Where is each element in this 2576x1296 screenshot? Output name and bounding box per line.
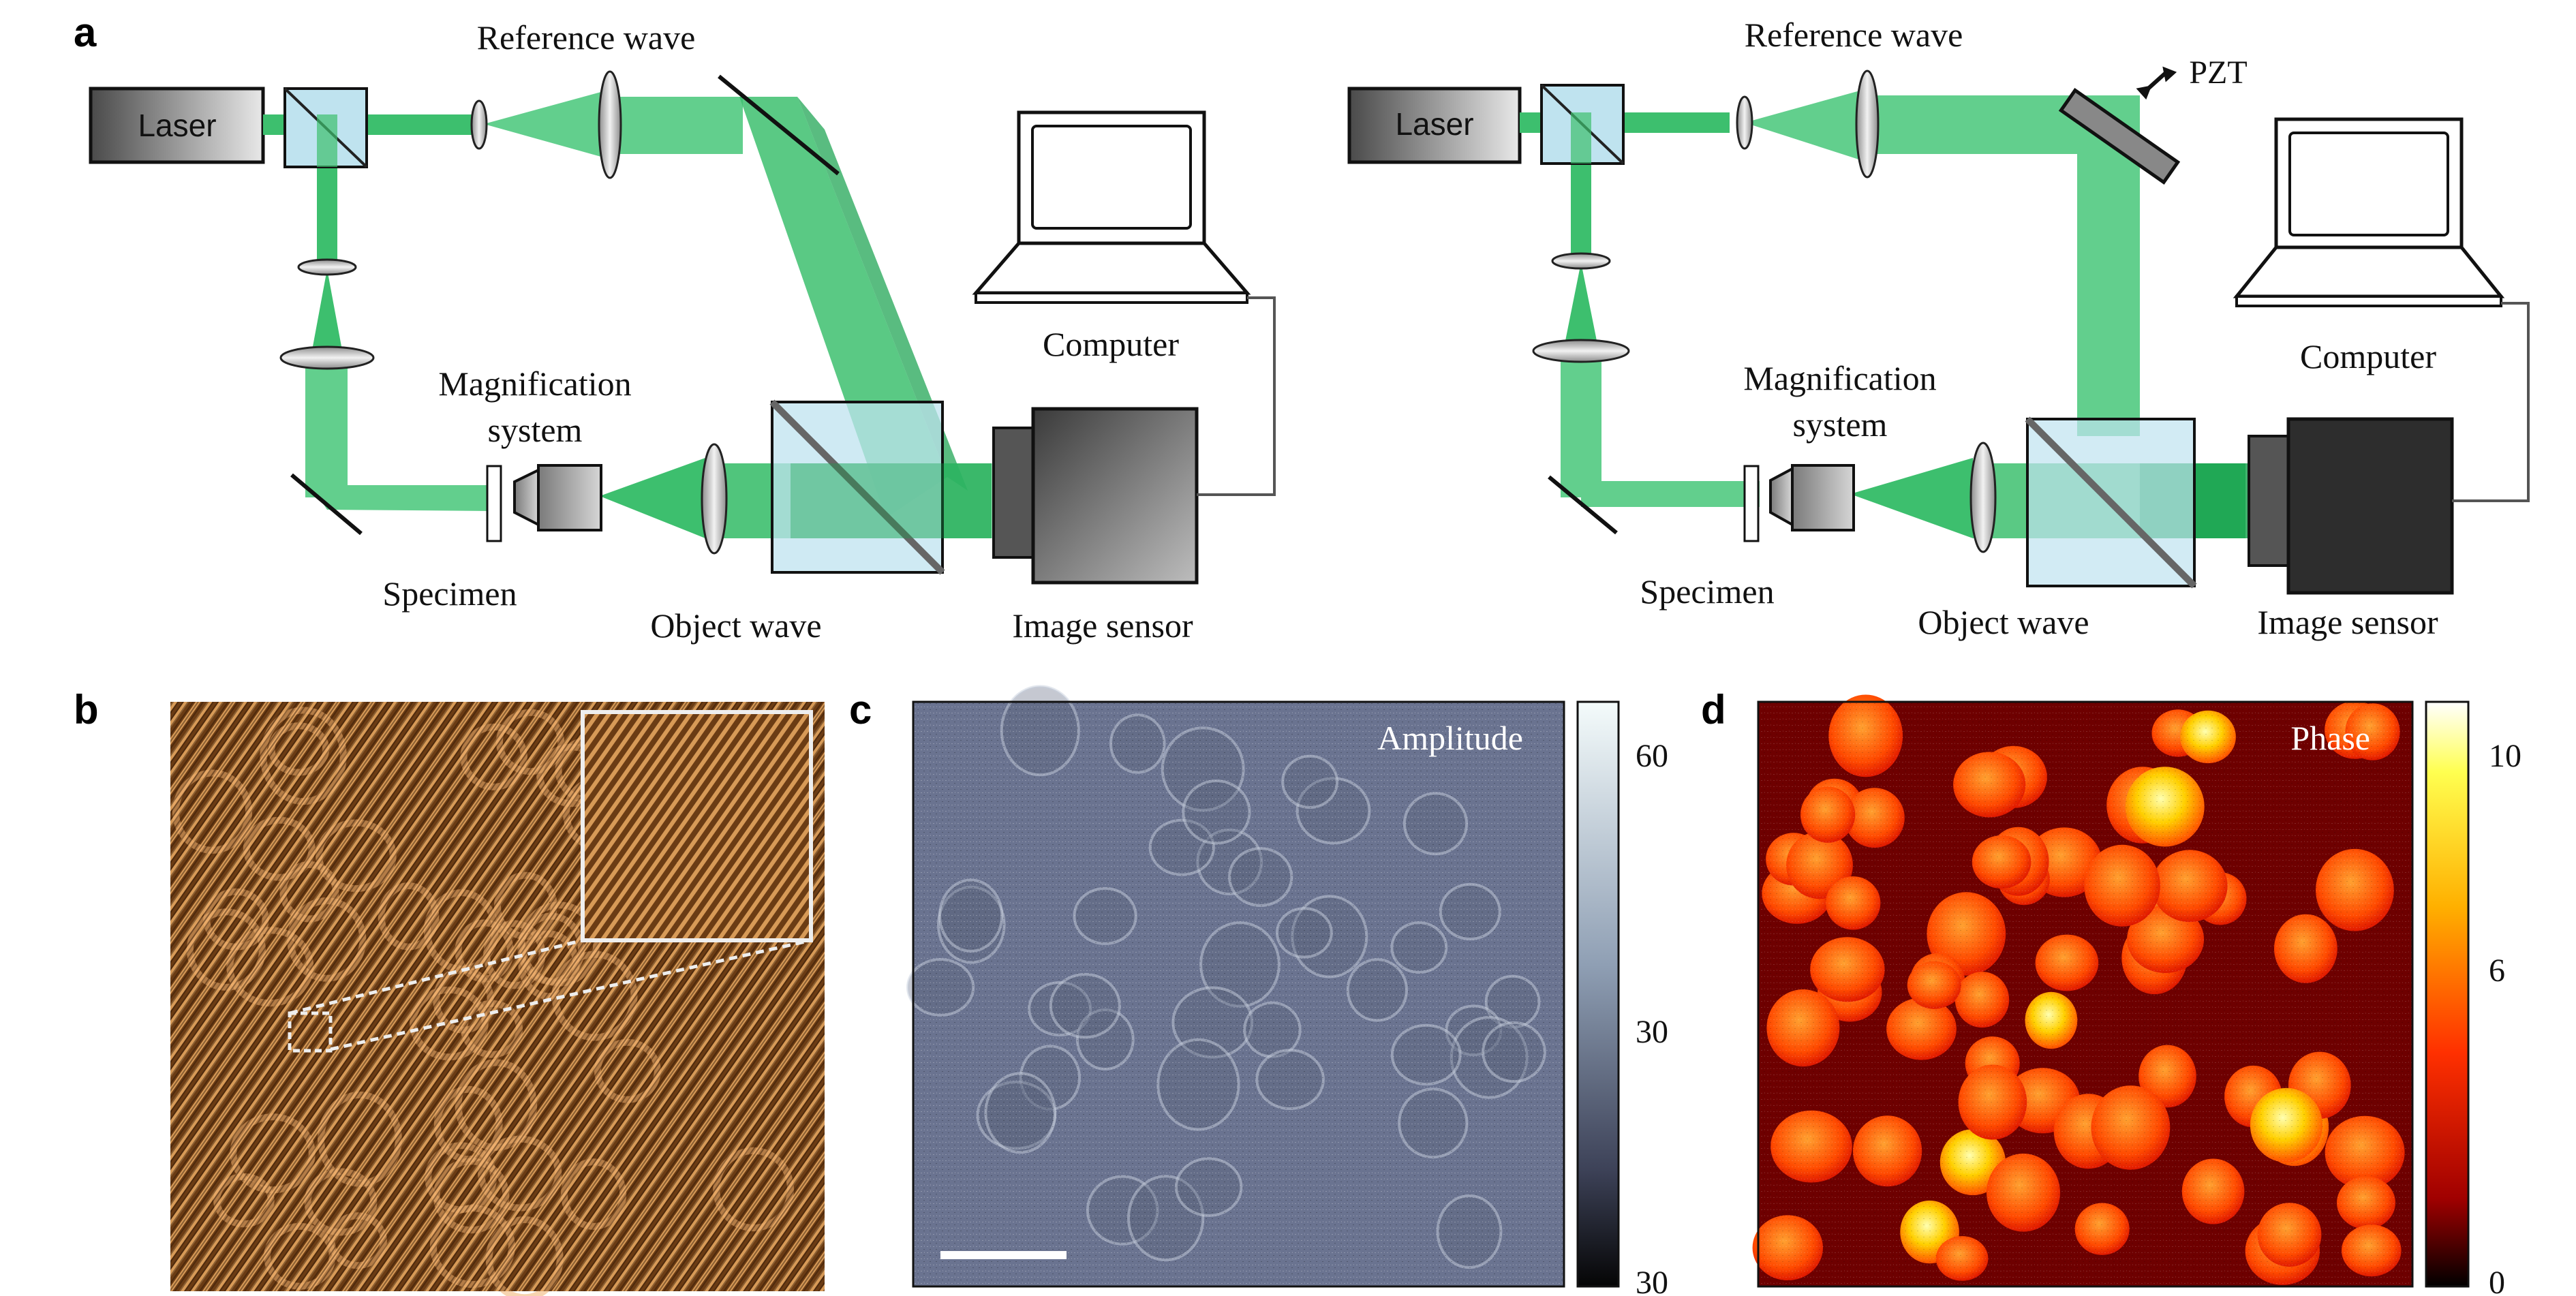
scale-bar [940, 1251, 1067, 1259]
specimen-label-left: Specimen [382, 574, 517, 613]
object-beam-vertical-bottom [305, 361, 348, 497]
reference-beam-wide-right [1864, 95, 2092, 154]
hologram-panel [170, 702, 825, 1296]
mirror-ref-left [718, 74, 840, 176]
amplitude-colorbar [1576, 700, 1620, 1288]
amplitude-colorbar-tick-top: 60 [1636, 738, 1668, 774]
hologram-zoom-region [288, 1011, 333, 1053]
computer-label-left: Computer [1043, 325, 1179, 363]
cable-left [1197, 296, 1276, 496]
hologram-inset-zoom [581, 710, 813, 942]
phase-colorbar-tick-mid: 6 [2489, 953, 2505, 989]
objective-tip-left [513, 467, 540, 527]
object-beam-focus [310, 269, 344, 361]
object-beam-cone-right [1850, 458, 1973, 538]
lens-obj-2-right [1532, 339, 1630, 363]
image-sensor-left [1031, 407, 1199, 585]
lens-obj-2-left [279, 345, 375, 370]
object-wave-label-left: Object wave [650, 606, 821, 645]
lens-obj-1-right [1551, 252, 1611, 270]
reference-beam-narrow-right [1621, 112, 1730, 133]
lens-ref-1-right [1736, 95, 1753, 150]
object-beam-horizontal-right [1581, 481, 1760, 507]
object-beam-cone [600, 458, 705, 538]
phase-panel: Phase 10 6 0 [1752, 694, 2521, 1296]
laser-output-left [263, 114, 283, 135]
pzt-label: PZT [2189, 55, 2247, 91]
amplitude-panel: Amplitude 60 30 30 [906, 685, 1668, 1296]
lens-tube-right [1969, 442, 1997, 553]
lens-ref-2-right [1855, 70, 1880, 179]
phase-colorbar-tick-top: 10 [2489, 738, 2521, 774]
sensor-front-right [2248, 435, 2290, 567]
panel-label-c: c [849, 687, 872, 732]
magnification-label-left-2: system [488, 411, 583, 449]
amplitude-title: Amplitude [1377, 719, 1523, 757]
reference-beam-tilted-edge [797, 97, 968, 491]
zoom-line-1 [289, 938, 583, 1015]
lens-tube-left [701, 443, 728, 555]
specimen-left [486, 465, 502, 542]
computer-label-right: Computer [2300, 337, 2436, 375]
laser-label-left: Laser [138, 108, 216, 143]
reference-beam-narrow [365, 114, 474, 135]
lens-ref-2-left [598, 70, 622, 179]
panel-label-b: b [74, 687, 99, 732]
amplitude-colorbar-tick-bottom: 30 [1636, 1265, 1668, 1296]
magnification-label-right-2: system [1793, 405, 1888, 444]
object-beam-vertical-top-right [1571, 164, 1591, 259]
panel-label-a: a [74, 10, 97, 55]
specimen-label-right: Specimen [1640, 572, 1774, 611]
objective-body-left [537, 464, 602, 531]
image-sensor-label-right: Image sensor [2257, 603, 2438, 641]
pzt-mirror [2058, 88, 2181, 185]
object-beam-vertical-top [317, 167, 337, 262]
object-beam-horizontal [327, 485, 497, 510]
reference-beam-expander [484, 89, 613, 160]
panel-label-d: d [1701, 687, 1726, 732]
cable-right [2452, 302, 2530, 502]
specimen-right [1743, 465, 1760, 542]
reference-wave-label-left: Reference wave [477, 18, 696, 57]
phase-colorbar-tick-bottom: 0 [2489, 1265, 2505, 1296]
phase-colorbar [2425, 700, 2470, 1288]
zoom-line-2 [330, 938, 812, 1051]
laser-right [1347, 87, 1522, 164]
mirror-obj-left [290, 473, 363, 536]
mirror-obj-right [1548, 475, 1618, 535]
setup-right: Laser PZT [1347, 16, 2530, 641]
phase-title: Phase [2290, 719, 2370, 757]
lens-ref-1-left [470, 99, 488, 150]
lens-obj-1-left [297, 258, 357, 276]
computer-right [2233, 117, 2505, 307]
pzt-arrow-icon [2136, 66, 2177, 100]
magnification-label-left-1: Magnification [438, 365, 631, 403]
computer-left [972, 110, 1251, 304]
object-beam-vertical-bottom-right [1561, 348, 1601, 497]
image-sensor-label-left: Image sensor [1012, 606, 1193, 645]
reference-beam-expander-right [1745, 89, 1867, 162]
beam-splitter-2-diagonal [769, 399, 945, 575]
reference-beam-wide [607, 97, 743, 154]
setup-left: Laser [89, 18, 1276, 645]
objective-body-right [1791, 464, 1855, 531]
amplitude-colorbar-tick-mid: 30 [1636, 1014, 1668, 1050]
magnification-label-right-1: Magnification [1743, 359, 1936, 397]
laser-label-right: Laser [1395, 106, 1473, 142]
object-wave-label-right: Object wave [1918, 603, 2089, 641]
sensor-front-left [992, 427, 1034, 559]
reference-wave-label-right: Reference wave [1745, 16, 1963, 54]
image-sensor-right [2286, 417, 2454, 595]
